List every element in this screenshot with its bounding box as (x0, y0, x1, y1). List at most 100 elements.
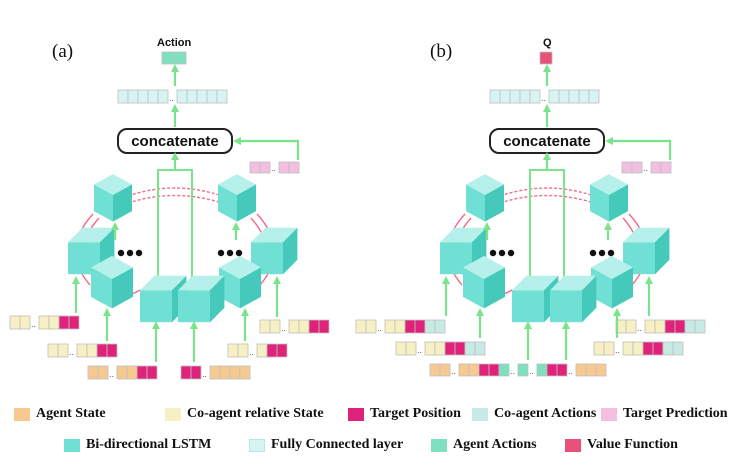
cube-face (550, 275, 597, 291)
vector-cell (625, 319, 637, 334)
cube-face (590, 174, 628, 195)
agent-input-vectors: ................ (355, 276, 706, 377)
cube-face (218, 184, 237, 222)
lstm-cube (623, 227, 670, 275)
lstm-cube (550, 275, 597, 323)
vector-cell (464, 341, 476, 356)
vector-cell (488, 363, 500, 377)
vector-ellipsis: .. (529, 366, 534, 376)
vector-cell (444, 341, 456, 356)
vector-ellipsis: .. (510, 366, 515, 376)
lstm-cube (466, 174, 504, 222)
vector-cell (558, 89, 570, 104)
vector-cell (186, 89, 198, 104)
vector-cell (58, 315, 70, 330)
legend-item-target-position: Target Position (348, 406, 461, 422)
vector-cell (384, 319, 396, 334)
vector-cell (57, 343, 69, 358)
cube-face (112, 267, 133, 309)
ellipsis-dot (607, 249, 615, 257)
lstm-cube (463, 255, 505, 309)
cube-face (91, 267, 112, 309)
vector-cell (519, 89, 531, 104)
lstm-cube (590, 174, 628, 222)
legend-swatch (431, 438, 447, 452)
ellipsis-dot (589, 249, 597, 257)
q-output-vector (539, 51, 553, 86)
ellipsis-dot (498, 249, 506, 257)
legend-label: Target Position (370, 406, 461, 421)
legend-label: Value Function (587, 437, 678, 452)
ellipsis-dot (598, 249, 606, 257)
vector-cell (498, 363, 510, 377)
fc-layer-vector: .. (489, 89, 600, 127)
vector-cell (97, 365, 109, 380)
vector-cell (96, 343, 108, 358)
vector-cell (585, 363, 597, 377)
legend-swatch (64, 438, 80, 452)
vector-cell (137, 89, 149, 104)
cube-face (178, 275, 225, 291)
vector-ellipsis: .. (109, 369, 114, 379)
cube-face (440, 227, 487, 243)
vector-cell (424, 341, 436, 356)
vector-cell (76, 343, 88, 358)
vector-cell (308, 319, 320, 334)
cube-face (512, 275, 559, 291)
vector-cell (19, 315, 31, 330)
vector-cell (509, 89, 521, 104)
vector-cell (278, 161, 290, 174)
cube-face (609, 184, 628, 222)
vector-cell (116, 365, 128, 380)
vector-cell (47, 343, 59, 358)
legend-item-coagent-actions: Co-agent Actions (472, 406, 596, 422)
vector-cell (439, 363, 451, 377)
lstm-cube (251, 227, 298, 275)
action-output-label: Action (157, 37, 192, 49)
vector-cell (87, 365, 99, 380)
vector-cell (249, 161, 261, 174)
cube-face (140, 275, 187, 291)
vector-ellipsis: .. (643, 163, 648, 173)
vector-cell (161, 51, 175, 65)
vector-cell (190, 365, 202, 380)
lstm-cube (94, 174, 132, 222)
arrowhead (605, 137, 613, 145)
vector-cell (664, 319, 676, 334)
vector-cell (578, 89, 590, 104)
vector-cell (68, 315, 80, 330)
vector-cell (266, 343, 278, 358)
vector-cell (86, 343, 98, 358)
vector-cell (147, 89, 159, 104)
vector-cell (298, 319, 310, 334)
vector-cell (474, 341, 486, 356)
vector-cell (157, 89, 169, 104)
vector-cell (216, 89, 228, 104)
recurrent-link (127, 194, 223, 204)
recurrent-link (499, 194, 595, 204)
legend: Agent State Co-agent relative State Targ… (0, 398, 747, 468)
vector-cell (229, 365, 241, 380)
vector-cell (536, 363, 548, 377)
cube-face (466, 174, 504, 195)
vector-cell (365, 319, 377, 334)
vector-cell (269, 319, 281, 334)
cube-face (210, 275, 225, 323)
cube-face (178, 290, 210, 323)
legend-item-agent-state: Agent State (14, 406, 106, 422)
ellipsis-dot (489, 249, 497, 257)
vector-cell (556, 363, 568, 377)
bilstm-ring (68, 152, 298, 323)
vector-cell (146, 365, 158, 380)
vector-cell (478, 363, 490, 377)
cube-face (655, 227, 670, 275)
vector-cell (434, 319, 446, 334)
ellipsis-dot (217, 249, 225, 257)
cube-face (612, 267, 633, 309)
vector-cell (38, 315, 50, 330)
vector-ellipsis: .. (637, 323, 642, 333)
vector-ellipsis: .. (281, 323, 286, 333)
concatenate-box: concatenate (489, 128, 605, 154)
vector-cell (259, 319, 271, 334)
vector-cell (219, 365, 231, 380)
